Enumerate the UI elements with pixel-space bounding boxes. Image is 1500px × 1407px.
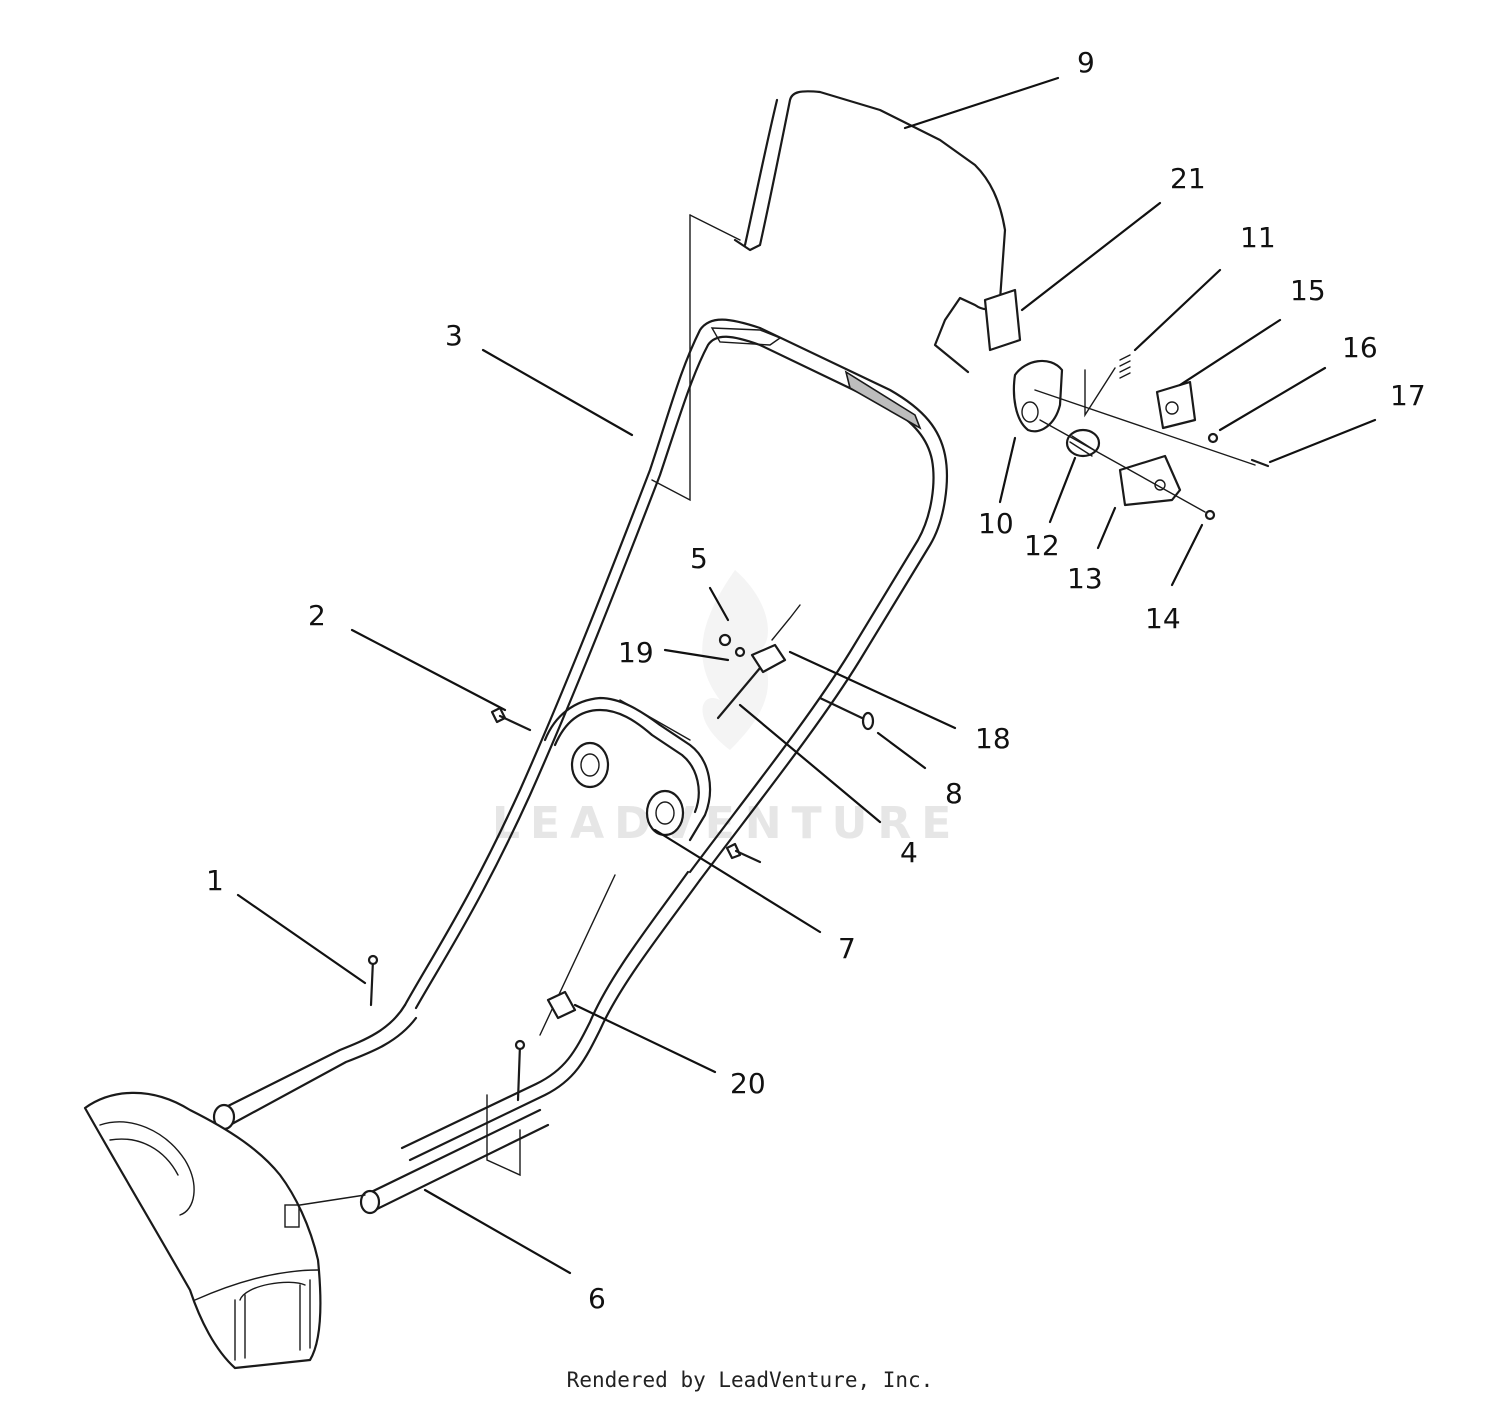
- callout-4: 4: [900, 836, 918, 869]
- callout-20: 20: [730, 1067, 766, 1100]
- callout-17: 17: [1390, 379, 1426, 412]
- knob-part-upper: [570, 741, 610, 789]
- callout-6: 6: [588, 1282, 606, 1315]
- watermark-logo: [702, 570, 769, 750]
- callout-2: 2: [308, 599, 326, 632]
- callout-10: 10: [978, 507, 1014, 540]
- callout-7: 7: [838, 932, 856, 965]
- lever-part-13: [1118, 454, 1182, 507]
- watermark-text: LEADVENTURE: [492, 798, 961, 849]
- spring-part-12: [1065, 428, 1101, 458]
- small-parts-14-16-17: [1034, 367, 1270, 521]
- cover-part-15: [1155, 380, 1197, 430]
- callout-14: 14: [1145, 602, 1181, 635]
- bolt-part-2: [490, 706, 532, 732]
- callout-1: 1: [206, 864, 224, 897]
- pin-part-1: [367, 954, 379, 1007]
- decal-part-21: [983, 288, 1022, 352]
- bail-part-9: [733, 90, 1007, 374]
- bolt-part-lower: [725, 842, 762, 864]
- leader-lines: [236, 76, 1377, 1275]
- switch-part-18: [716, 604, 801, 720]
- pin-part-lower: [514, 1039, 526, 1102]
- cable-clip-part-20: [546, 990, 577, 1020]
- callout-21: 21: [1170, 162, 1206, 195]
- callout-3: 3: [445, 319, 463, 352]
- spring-part-11: [1119, 354, 1131, 379]
- callout-9: 9: [1077, 46, 1095, 79]
- screw-part-8: [818, 696, 875, 731]
- callout-labels: 1 2 3 4 5 6 7 8 9 10 11 12 13 14 15 16 1…: [206, 46, 1426, 1315]
- callout-11: 11: [1240, 221, 1276, 254]
- upper-handle-part: [212, 318, 948, 1162]
- footer-credit: Rendered by LeadVenture, Inc.: [566, 1368, 934, 1392]
- callout-5: 5: [690, 542, 708, 575]
- callout-16: 16: [1342, 331, 1378, 364]
- callout-19: 19: [618, 636, 654, 669]
- knob-part-lower: [645, 789, 685, 837]
- callout-18: 18: [975, 722, 1011, 755]
- handle-crossbar-part: [543, 696, 712, 842]
- callout-13: 13: [1067, 562, 1103, 595]
- lower-handle-part-6: [299, 1108, 550, 1215]
- callout-15: 15: [1290, 274, 1326, 307]
- callout-8: 8: [945, 777, 963, 810]
- callout-12: 12: [1024, 529, 1060, 562]
- engine-housing-part: [83, 1091, 322, 1370]
